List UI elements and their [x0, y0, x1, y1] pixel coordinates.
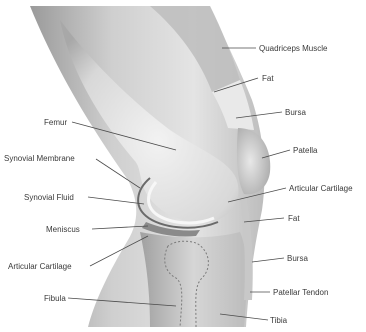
- label-femur: Femur: [44, 118, 67, 127]
- label-fibula: Fibula: [44, 294, 66, 303]
- label-meniscus: Meniscus: [46, 225, 80, 234]
- tibia-shape: [140, 232, 247, 327]
- label-fat-upper: Fat: [262, 74, 274, 83]
- label-synovial-membrane: Synovial Membrane: [4, 154, 75, 163]
- label-articular-cartilage-right: Articular Cartilage: [289, 184, 353, 193]
- label-synovial-fluid: Synovial Fluid: [24, 193, 74, 202]
- label-articular-cartilage-left: Articular Cartilage: [8, 262, 72, 271]
- label-bursa-lower: Bursa: [287, 254, 308, 263]
- label-quadriceps-muscle: Quadriceps Muscle: [259, 44, 328, 53]
- label-fat-lower: Fat: [288, 214, 300, 223]
- label-bursa-upper: Bursa: [285, 108, 306, 117]
- label-patella: Patella: [293, 146, 318, 155]
- label-tibia: Tibia: [270, 316, 288, 325]
- label-patellar-tendon: Patellar Tendon: [273, 288, 328, 297]
